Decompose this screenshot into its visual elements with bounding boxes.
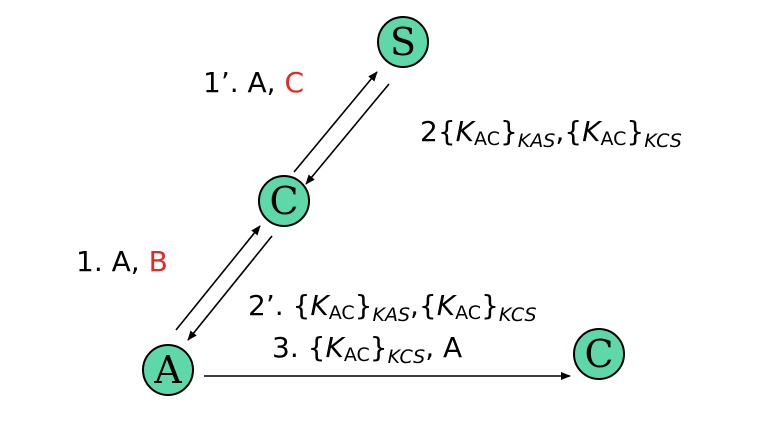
node-c-right-label: C bbox=[584, 332, 613, 376]
node-a: A bbox=[142, 344, 194, 396]
message-3: 3. {KAC}KCS, A bbox=[272, 331, 462, 368]
node-a-label: A bbox=[153, 348, 182, 392]
arrow-a-to-c bbox=[175, 225, 261, 331]
node-s: S bbox=[377, 16, 429, 68]
arrow-s-to-c bbox=[305, 83, 390, 185]
node-s-label: S bbox=[390, 20, 416, 64]
message-1-prime: 1’. A, C bbox=[203, 66, 304, 99]
message-1-prime-highlight: C bbox=[284, 66, 304, 99]
message-2-prime: 2’. {KAC}KAS,{KAC}KCS bbox=[248, 289, 537, 326]
arrow-c-to-a bbox=[187, 235, 273, 341]
message-2: 2{KAC}KAS,{KAC}KCS bbox=[420, 115, 682, 152]
node-c-middle-label: C bbox=[269, 179, 298, 223]
arrow-c-to-s bbox=[293, 71, 378, 173]
message-1: 1. A, B bbox=[76, 245, 168, 278]
node-c-right: C bbox=[573, 328, 625, 380]
message-1-highlight: B bbox=[149, 245, 168, 278]
node-c-middle: C bbox=[258, 175, 310, 227]
